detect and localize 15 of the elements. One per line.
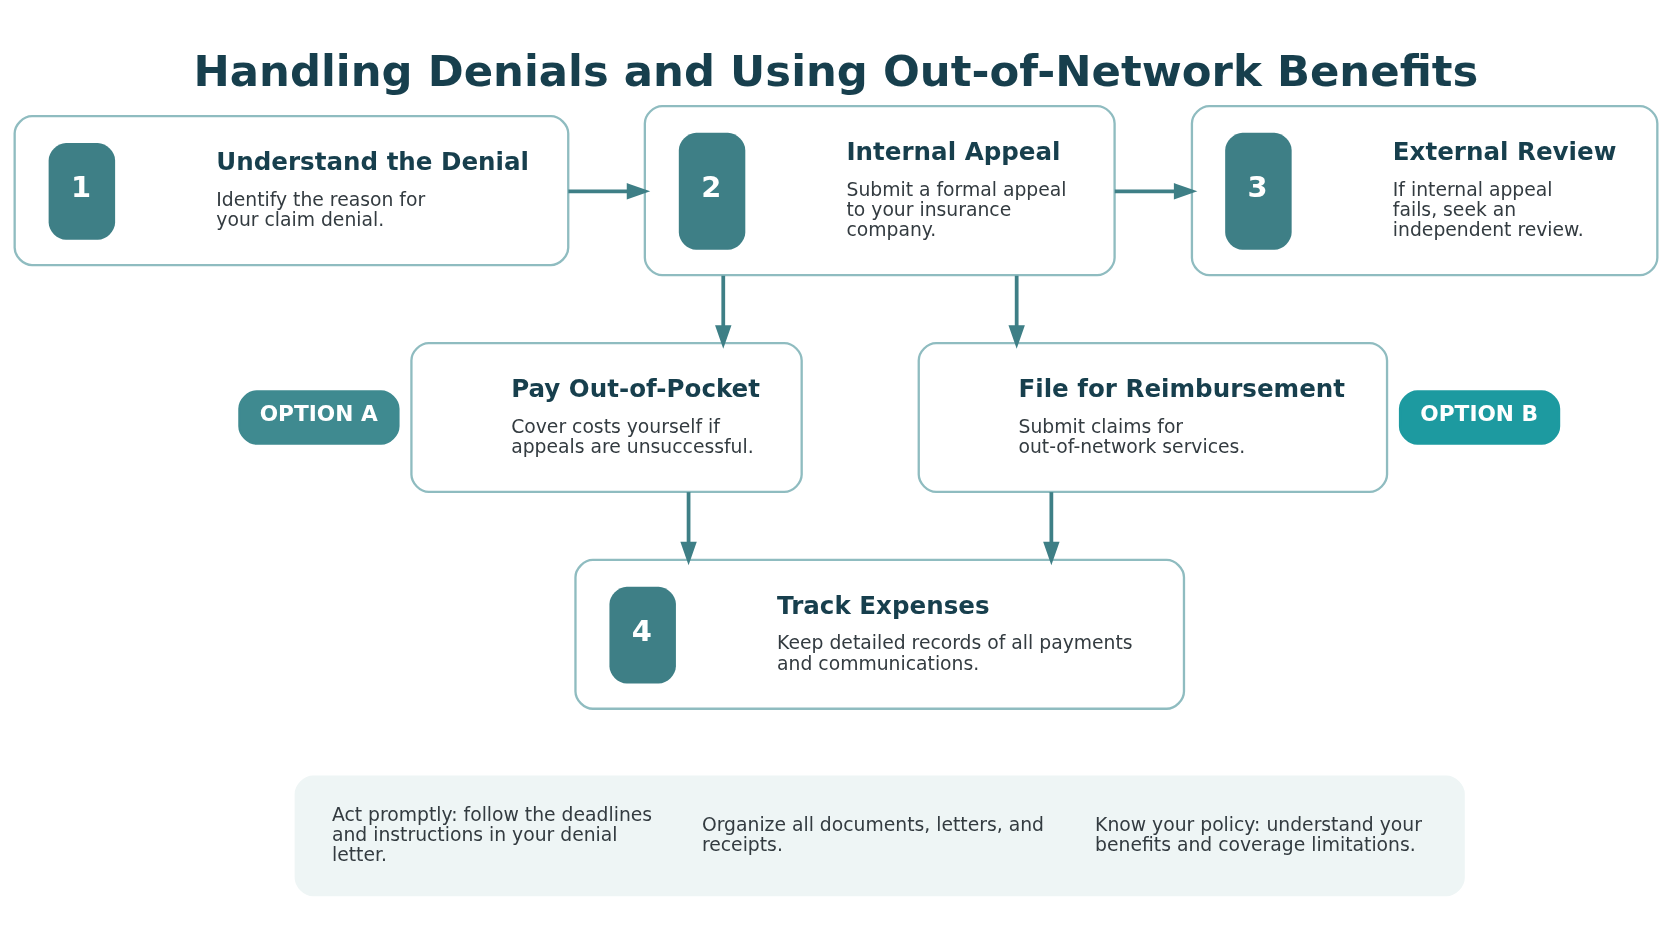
node-box: 4 Track Expenses Keep detailed records of all payments and communications. <box>574 558 1186 710</box>
node-box: 1 Understand the Denial Identify the reason for your claim denial. <box>13 114 570 266</box>
node-label: OPTION A <box>259 400 378 426</box>
arrow <box>1008 275 1025 349</box>
node-box: File for Reimbursement Submit claims for out-of-network services. <box>917 341 1389 493</box>
node-box: 2 Internal Appeal Submit a formal appeal to your insurance company. <box>643 104 1116 276</box>
diagram-title: Handling Denials and Using Out-of-Network Benefits <box>193 45 1479 96</box>
arrow <box>715 275 732 349</box>
arrow <box>1043 491 1060 565</box>
node-label: OPTION B <box>1420 400 1539 426</box>
arrow <box>1114 182 1198 200</box>
node-box: Pay Out-of-Pocket Cover costs yourself if appeals are unsuccessful. <box>410 341 803 493</box>
arrow <box>568 182 651 200</box>
arrow <box>680 491 697 565</box>
node-box: 3 External Review If internal appeal fails, seek an independent review. <box>1190 104 1659 276</box>
